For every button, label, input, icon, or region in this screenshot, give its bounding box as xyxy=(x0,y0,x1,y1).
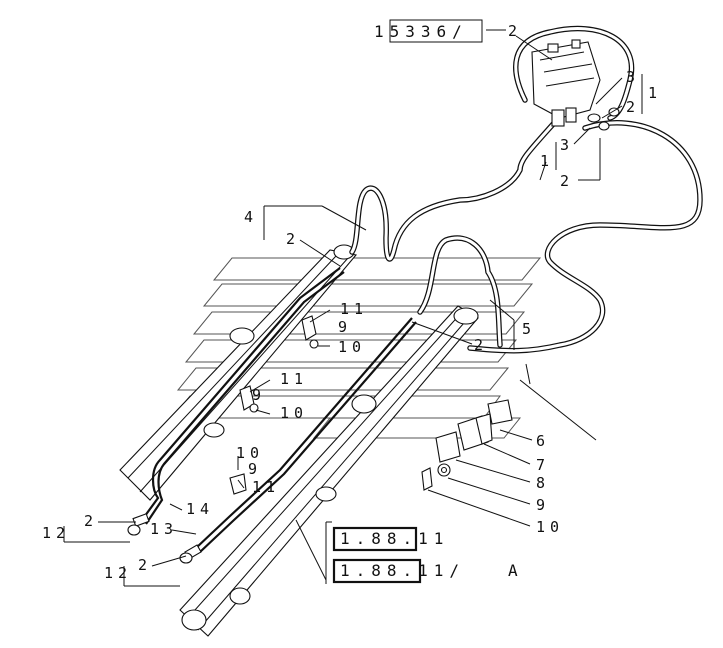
callout-12-b: 12 xyxy=(104,564,132,582)
callout-11-low: 11 xyxy=(252,478,280,496)
callout-valve-1b: 1 xyxy=(540,152,554,170)
callout-11-a: 11 xyxy=(340,300,368,318)
callout-valve-2b: 2 xyxy=(560,172,574,190)
callout-9-low: 9 xyxy=(248,460,262,478)
header-ref-text: 15336/ xyxy=(374,22,468,41)
callout-7: 7 xyxy=(536,456,550,474)
callout-2-top: 2 xyxy=(286,230,300,248)
callout-4: 4 xyxy=(244,208,258,226)
callout-valve-3b: 3 xyxy=(560,136,574,154)
left-callouts: 4 2 11 9 10 11 9 10 10 9 11 14 13 12 2 1… xyxy=(42,205,368,587)
callout-14: 14 xyxy=(186,500,214,518)
callout-9-b: 9 xyxy=(252,386,266,404)
rigid-pipes xyxy=(141,267,417,553)
header-ref-item: 2 xyxy=(508,22,522,40)
callout-2-right: 2 xyxy=(474,336,488,354)
hydraulic-hoses xyxy=(349,25,703,354)
callout-8: 8 xyxy=(536,474,550,492)
callout-11-b: 11 xyxy=(280,370,308,388)
valve-callouts: 3 2 1 3 1 2 xyxy=(539,68,662,190)
callout-10-b: 10 xyxy=(280,404,308,422)
header-reference: 15336/ 2 xyxy=(374,19,553,61)
callout-valve-2a: 2 xyxy=(626,98,640,116)
reference-boxes: 1.88.11 1.88.11/ A xyxy=(295,519,524,584)
upper-boom-arm xyxy=(179,305,479,637)
callout-2-c: 2 xyxy=(138,556,152,574)
ref-box-2-suffix: A xyxy=(508,561,524,580)
callout-10-a: 10 xyxy=(338,338,366,356)
callout-2-b: 2 xyxy=(84,512,98,530)
ref-box-2: 1.88.11/ xyxy=(340,561,465,580)
callout-9-a: 9 xyxy=(338,318,352,336)
callout-valve-3a: 3 xyxy=(626,68,640,86)
ref-box-1: 1.88.11 xyxy=(340,529,449,548)
callout-6: 6 xyxy=(536,432,550,450)
right-callouts: 5 2 6 7 8 9 10 xyxy=(411,299,597,536)
callout-valve-1: 1 xyxy=(648,84,662,102)
callout-10-low: 10 xyxy=(236,444,264,462)
callout-12-a: 12 xyxy=(42,524,70,542)
callout-5: 5 xyxy=(522,320,536,338)
control-valve-block xyxy=(531,39,620,131)
callout-13: 13 xyxy=(150,520,178,538)
callout-9-right: 9 xyxy=(536,496,550,514)
exploded-spacer-parts xyxy=(421,399,513,491)
callout-10-right: 10 xyxy=(536,518,564,536)
fittings-and-clamps xyxy=(127,315,319,564)
